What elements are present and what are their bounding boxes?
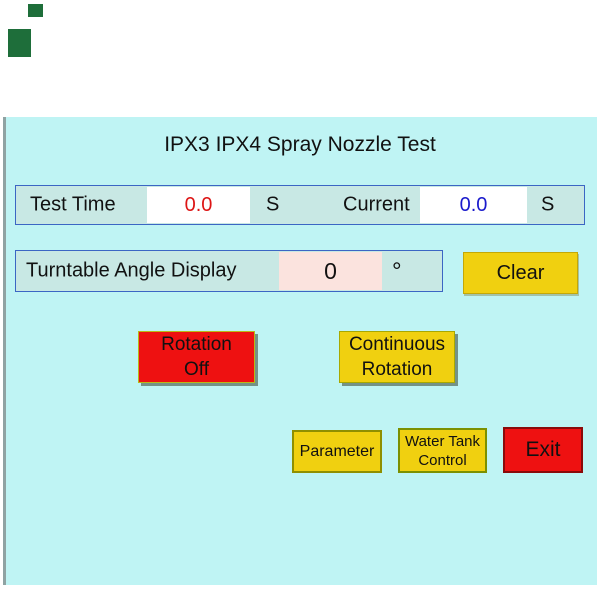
turntable-angle-value-field[interactable]: 0	[279, 252, 382, 290]
parameter-button[interactable]: Parameter	[292, 430, 382, 473]
clear-button[interactable]: Clear	[463, 252, 578, 294]
degree-unit: °	[392, 258, 402, 285]
water-tank-control-label-line1: Water Tank	[404, 432, 481, 450]
water-tank-control-button[interactable]: Water Tank Control	[398, 428, 487, 473]
continuous-rotation-label-line1: Continuous	[348, 334, 446, 355]
desktop-icon-large	[8, 29, 31, 57]
rotation-off-button[interactable]: Rotation Off	[138, 331, 255, 383]
turntable-angle-row: Turntable Angle Display 0 °	[15, 250, 443, 292]
test-time-unit: S	[266, 193, 280, 216]
test-time-row: Test Time 0.0 S Current 0.0 S	[15, 185, 585, 225]
water-tank-control-label-line2: Control	[418, 451, 467, 469]
current-value-field[interactable]: 0.0	[420, 187, 527, 223]
turntable-angle-label: Turntable Angle Display	[26, 259, 237, 282]
current-label: Current	[343, 193, 410, 216]
exit-button[interactable]: Exit	[503, 427, 583, 473]
desktop-icon-small	[28, 4, 43, 17]
rotation-off-label-line2: Off	[184, 359, 209, 380]
rotation-off-label-line1: Rotation	[161, 334, 232, 355]
test-time-value-field[interactable]: 0.0	[147, 187, 250, 223]
test-time-label: Test Time	[30, 193, 116, 216]
continuous-rotation-label-line2: Rotation	[361, 359, 433, 380]
continuous-rotation-button[interactable]: Continuous Rotation	[339, 331, 455, 383]
page-title: IPX3 IPX4 Spray Nozzle Test	[164, 133, 436, 156]
current-unit: S	[541, 193, 555, 216]
